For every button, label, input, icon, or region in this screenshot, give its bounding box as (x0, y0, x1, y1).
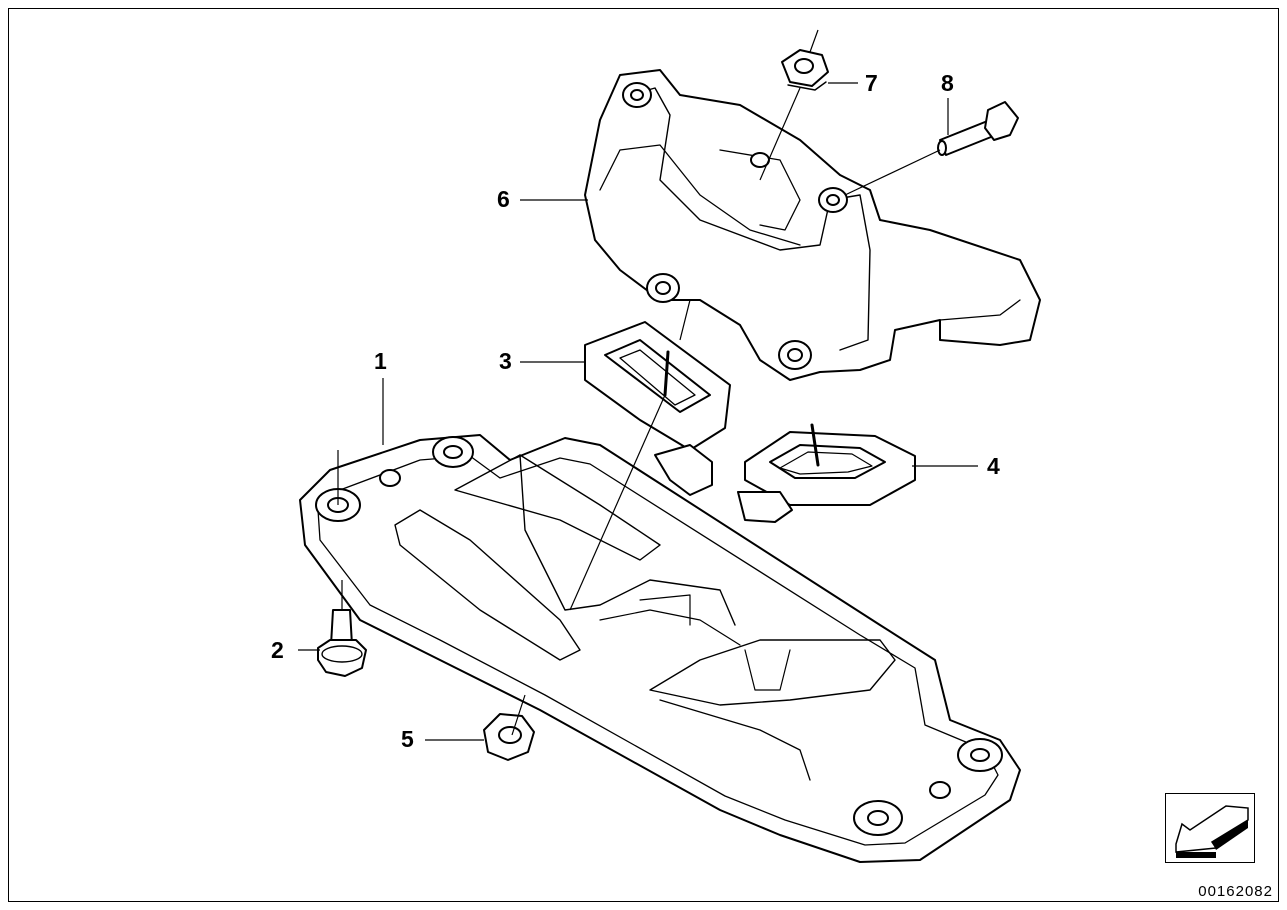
rubber-mount-icon (584, 321, 731, 496)
orientation-logo (1165, 793, 1255, 863)
bracket-icon (584, 69, 1041, 381)
arrow-icon (1175, 805, 1249, 858)
hex-nut-icon (483, 713, 535, 761)
crossmember-icon (299, 434, 1021, 863)
callout-5: 5 (401, 726, 414, 752)
callout-3: 3 (499, 348, 512, 374)
diagram-frame (8, 8, 1279, 902)
callout-4: 4 (987, 453, 1000, 479)
bolt-icon (937, 101, 1019, 156)
hex-nut-icon (781, 49, 829, 91)
callout-1: 1 (374, 348, 387, 374)
callout-2: 2 (271, 637, 284, 663)
callout-8: 8 (941, 70, 954, 96)
leader-lines (298, 29, 978, 741)
rubber-mount-icon (737, 423, 916, 523)
callout-6: 6 (497, 186, 510, 212)
stud-bolt-icon (317, 609, 367, 677)
reference-number: 00162082 (1198, 883, 1273, 900)
callout-7: 7 (865, 70, 878, 96)
